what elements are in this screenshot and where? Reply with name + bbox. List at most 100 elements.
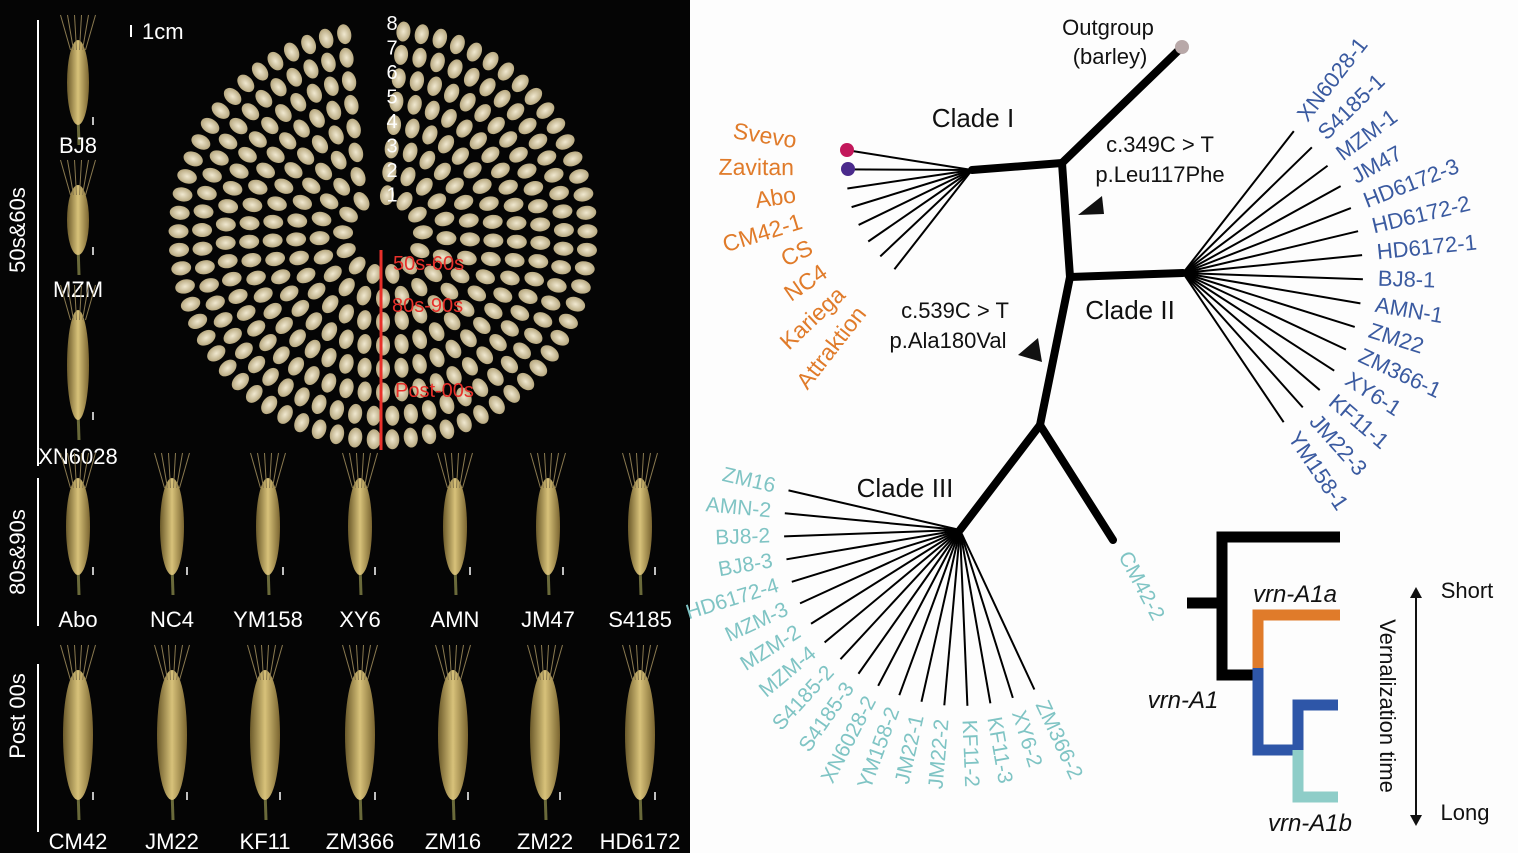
- grain: [266, 146, 285, 164]
- grain: [329, 424, 345, 445]
- ring-number: 7: [386, 38, 397, 60]
- grain: [555, 134, 575, 150]
- grain: [523, 180, 544, 196]
- grain: [305, 312, 323, 331]
- grain: [528, 133, 548, 150]
- grain: [304, 366, 320, 386]
- grain: [553, 241, 574, 256]
- grain: [376, 312, 390, 332]
- grain: [433, 162, 451, 181]
- tree-backbone: [956, 43, 1187, 544]
- grain: [245, 384, 263, 403]
- wheat-spike: [250, 452, 286, 596]
- clade-2-leaf-branch: [1182, 272, 1335, 372]
- grain: [366, 429, 381, 450]
- wheat-spike: [437, 452, 473, 596]
- clade-2-leaf-branch: [1182, 272, 1304, 409]
- grain: [394, 333, 409, 354]
- grain: [259, 334, 277, 352]
- grain: [518, 117, 537, 135]
- clade-3-leaf-label: KF11-2: [957, 719, 983, 787]
- grain: [487, 116, 505, 135]
- grain: [177, 169, 197, 184]
- grain: [321, 322, 338, 341]
- grain: [263, 302, 282, 320]
- clade-3-leaf-branch: [943, 529, 961, 706]
- clade-3-leaf-branch: [857, 529, 961, 675]
- grain: [407, 94, 422, 115]
- grain: [434, 211, 455, 227]
- clade-1-leaf-branch: [851, 169, 973, 209]
- grain: [552, 204, 573, 219]
- grain: [267, 196, 287, 211]
- grain: [451, 147, 469, 165]
- grain: [443, 83, 460, 103]
- clade-3-leaf-branch: [959, 529, 969, 706]
- cultivar-label: BJ8: [59, 133, 97, 158]
- outgroup-label: Outgroup: [1062, 15, 1154, 40]
- grain: [409, 71, 425, 92]
- grain: [503, 197, 524, 213]
- grain: [323, 76, 339, 96]
- grain: [379, 185, 395, 206]
- grain: [275, 316, 293, 334]
- grain: [479, 78, 496, 97]
- ring-number: 5: [386, 87, 397, 109]
- clade-1-leaf-branch: [867, 169, 973, 243]
- clade-1-leaf-label: Svevo: [731, 117, 798, 153]
- clade-3-leaf-branch: [799, 529, 961, 605]
- clade-1-leaf-branch: [845, 168, 973, 171]
- grain: [357, 357, 372, 378]
- grain: [577, 224, 598, 239]
- grain: [474, 104, 491, 122]
- clade-1-leaf-label: Zavitan: [719, 154, 795, 180]
- grain: [346, 118, 361, 139]
- cultivar-label: JM47: [521, 607, 575, 632]
- grain: [449, 34, 465, 55]
- grain: [467, 285, 487, 302]
- clade-1-leaf-branch: [879, 169, 973, 258]
- grain: [309, 109, 325, 128]
- grain: [389, 91, 404, 112]
- wheat-spike: [342, 644, 378, 821]
- mutation-1-arrow-icon: [1078, 196, 1104, 215]
- grain: [410, 243, 430, 259]
- grain: [500, 270, 520, 286]
- grain: [376, 335, 390, 356]
- grain: [237, 74, 255, 93]
- grain: [211, 102, 230, 119]
- grain: [247, 355, 266, 374]
- grain: [286, 232, 307, 247]
- grain: [215, 235, 236, 250]
- grain: [366, 405, 381, 426]
- grain: [405, 118, 420, 139]
- grain: [500, 355, 519, 374]
- grain: [326, 100, 342, 121]
- grain: [207, 345, 226, 362]
- grain: [524, 87, 543, 105]
- grain: [262, 367, 279, 386]
- grain: [192, 241, 213, 256]
- grain: [432, 28, 448, 49]
- grain: [328, 125, 344, 145]
- wheat-spike: [60, 284, 96, 441]
- grain: [339, 378, 354, 399]
- wheat-spike: [530, 452, 566, 596]
- grain: [428, 322, 445, 341]
- grain: [199, 278, 219, 293]
- grain: [412, 304, 428, 324]
- cultivar-label: NC4: [150, 607, 194, 632]
- grain: [439, 394, 455, 415]
- grain: [323, 265, 342, 283]
- grain: [318, 28, 334, 49]
- grain: [429, 348, 445, 368]
- wheat-spike: [342, 452, 378, 596]
- grain: [277, 405, 293, 424]
- grain: [262, 233, 283, 248]
- clade-3-leaf-branch: [788, 489, 961, 531]
- ring-number: 3: [386, 136, 397, 158]
- wheat-spike: [154, 452, 190, 596]
- grain: [503, 384, 521, 403]
